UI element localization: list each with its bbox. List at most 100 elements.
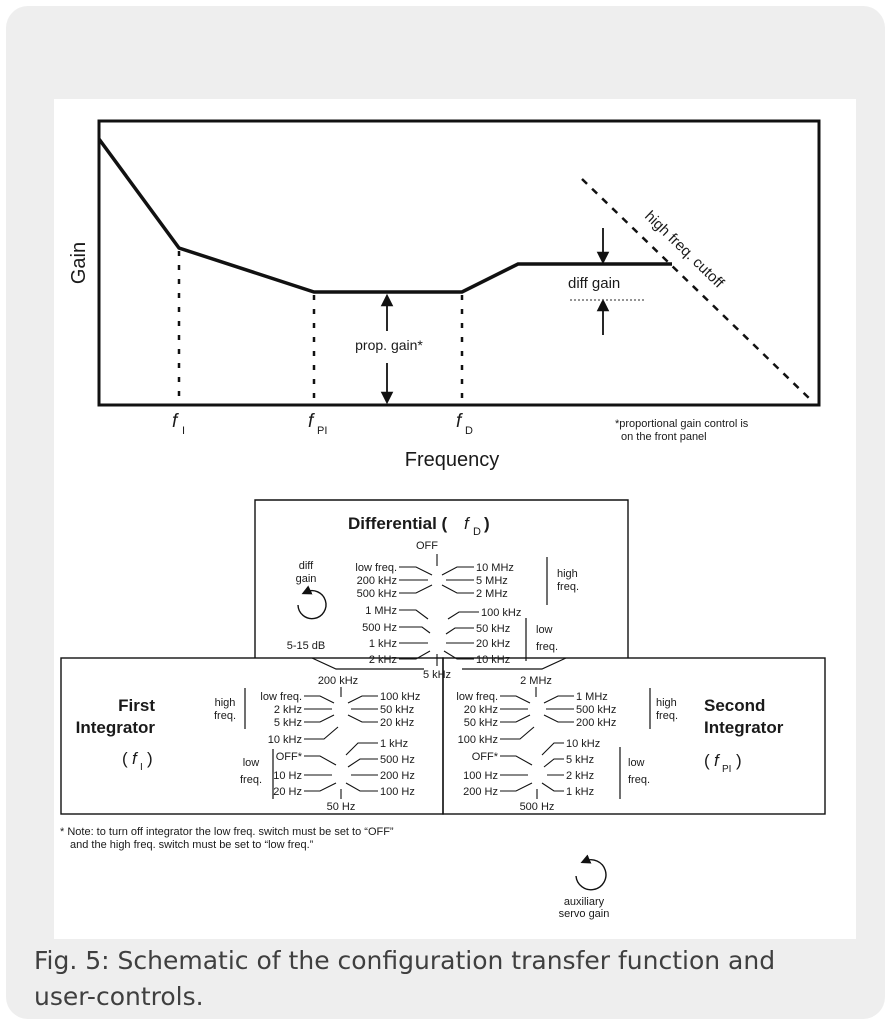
fi-top-right-1: 50 kHz [380, 704, 414, 716]
first-integrator-sym-open: ( [122, 749, 128, 768]
f-pi-subscript: PI [317, 425, 327, 437]
gain-curve [97, 137, 672, 294]
si-top-group-label-2: freq. [656, 710, 678, 722]
fi-top-left-3: 10 kHz [268, 734, 302, 746]
diff-top-right-0: 10 MHz [476, 562, 514, 574]
si-bottom-right-2: 2 kHz [566, 770, 594, 782]
diff-top-group-label: high [557, 568, 578, 580]
fi-bottom-right-0: 1 kHz [380, 738, 408, 750]
differential-box [254, 499, 629, 658]
si-bottom-right-3: 1 kHz [566, 786, 594, 798]
frequency-axis-label: Frequency [405, 449, 500, 471]
si-top-left-0: low freq. [456, 691, 498, 703]
figure-caption: Fig. 5: Schematic of the configuration t… [34, 946, 776, 1011]
fi-bottom-left-0: OFF* [276, 751, 303, 763]
si-bottom-group-label-2: freq. [628, 774, 650, 786]
gain-axis-label: Gain [68, 242, 90, 284]
auxiliary-servo-gain-knob-icon [575, 854, 607, 891]
diff-bottom-right-1: 50 kHz [476, 623, 510, 635]
plot-frame [97, 119, 821, 407]
diff-knob-label-2: gain [296, 573, 317, 585]
diff-bottom-left-2: 1 kHz [369, 638, 397, 650]
si-top-left-3: 100 kHz [458, 734, 498, 746]
diff-bottom-left-3: 2 kHz [369, 654, 397, 666]
transfer-function-schematic: Gain Frequency f I f PI f D prop. gain* … [60, 119, 826, 920]
diff-bottom-right-2: 20 kHz [476, 638, 510, 650]
si-bottom-bottom: 500 Hz [520, 801, 555, 813]
fi-top-switch-leads [304, 695, 378, 740]
notch-left-edge [311, 657, 424, 670]
f-d-label: f [456, 411, 463, 432]
fi-bottom-left-1: 10 Hz [273, 770, 302, 782]
si-bottom-switch-leads [500, 742, 564, 799]
aux-label-2: servo gain [559, 908, 610, 920]
si-bottom-group-label: low [628, 757, 645, 769]
diff-bottom-right-0: 100 kHz [481, 607, 521, 619]
differential-title: Differential ( [348, 514, 448, 533]
si-top-top: 2 MHz [520, 675, 552, 687]
diff-top-label-2: 200 kHz [357, 575, 397, 587]
si-top-left-1: 20 kHz [464, 704, 498, 716]
differential-title-sub: D [473, 526, 481, 538]
si-bottom-right-0: 10 kHz [566, 738, 600, 750]
prop-gain-note-line-2: on the front panel [621, 431, 707, 443]
diff-bottom-group-label-2: freq. [536, 641, 558, 653]
f-i-label: f [172, 411, 179, 432]
differential-title-f: f [464, 514, 471, 533]
footnote-line-2: and the high freq. switch must be set to… [70, 839, 314, 851]
second-integrator-sym-sub: PI [722, 764, 731, 775]
diff-top-label-0: OFF [416, 540, 438, 552]
fi-top-left-2: 5 kHz [274, 717, 302, 729]
diff-bottom-left-0: 1 MHz [365, 605, 397, 617]
second-integrator-title-1: Second [704, 696, 765, 715]
high-freq-cutoff-line [581, 178, 813, 402]
diff-top-label-1: low freq. [355, 562, 397, 574]
prop-gain-label: prop. gain* [355, 337, 423, 353]
fi-bottom-switch-leads [304, 742, 378, 799]
si-top-switch-leads [500, 695, 574, 740]
diff-top-label-3: 500 kHz [357, 588, 397, 600]
fi-bottom-left-2: 20 Hz [273, 786, 302, 798]
notch-right-edge [462, 657, 567, 670]
second-integrator-title-2: Integrator [704, 718, 784, 737]
prop-gain-note-line-1: *proportional gain control is [615, 418, 749, 430]
diff-bottom-switch-leads [399, 609, 479, 666]
fi-bottom-group-label: low [243, 757, 260, 769]
first-integrator-sym-sub: I [140, 762, 143, 773]
si-bottom-left-1: 100 Hz [463, 770, 498, 782]
fi-top-group-label-2: freq. [214, 710, 236, 722]
fi-bottom-group-label-2: freq. [240, 774, 262, 786]
diff-gain-label: diff gain [568, 275, 620, 292]
first-integrator-sym-close: ) [147, 749, 153, 768]
diff-top-right-1: 5 MHz [476, 575, 508, 587]
diff-bottom-group-label: low [536, 624, 553, 636]
si-top-right-2: 200 kHz [576, 717, 616, 729]
diff-bottom-bottom: 5 kHz [423, 669, 451, 681]
first-integrator-title-1: First [118, 696, 155, 715]
si-top-right-1: 500 kHz [576, 704, 616, 716]
si-bottom-left-2: 200 Hz [463, 786, 498, 798]
si-bottom-left-0: OFF* [472, 751, 499, 763]
diff-gain-knob-icon [297, 585, 327, 620]
footnote-line-1: * Note: to turn off integrator the low f… [60, 826, 394, 838]
si-top-right-0: 1 MHz [576, 691, 608, 703]
aux-label-1: auxiliary [564, 896, 605, 908]
fi-bottom-right-3: 100 Hz [380, 786, 415, 798]
fi-top-top: 200 kHz [318, 675, 358, 687]
fi-bottom-right-1: 500 Hz [380, 754, 415, 766]
differential-title-close: ) [484, 514, 490, 533]
fi-top-right-2: 20 kHz [380, 717, 414, 729]
si-bottom-right-1: 5 kHz [566, 754, 594, 766]
first-integrator-sym-f: f [132, 749, 139, 768]
fi-top-left-0: low freq. [260, 691, 302, 703]
fi-top-left-1: 2 kHz [274, 704, 302, 716]
f-i-subscript: I [182, 425, 185, 437]
second-integrator-sym-f: f [714, 751, 721, 770]
si-top-left-2: 50 kHz [464, 717, 498, 729]
f-d-subscript: D [465, 425, 473, 437]
figure-image: Gain Frequency f I f PI f D prop. gain* … [54, 99, 856, 939]
first-integrator-title-2: Integrator [76, 718, 156, 737]
fi-bottom-bottom: 50 Hz [327, 801, 356, 813]
diff-knob-label-1: diff [299, 560, 314, 572]
diff-top-right-2: 2 MHz [476, 588, 508, 600]
